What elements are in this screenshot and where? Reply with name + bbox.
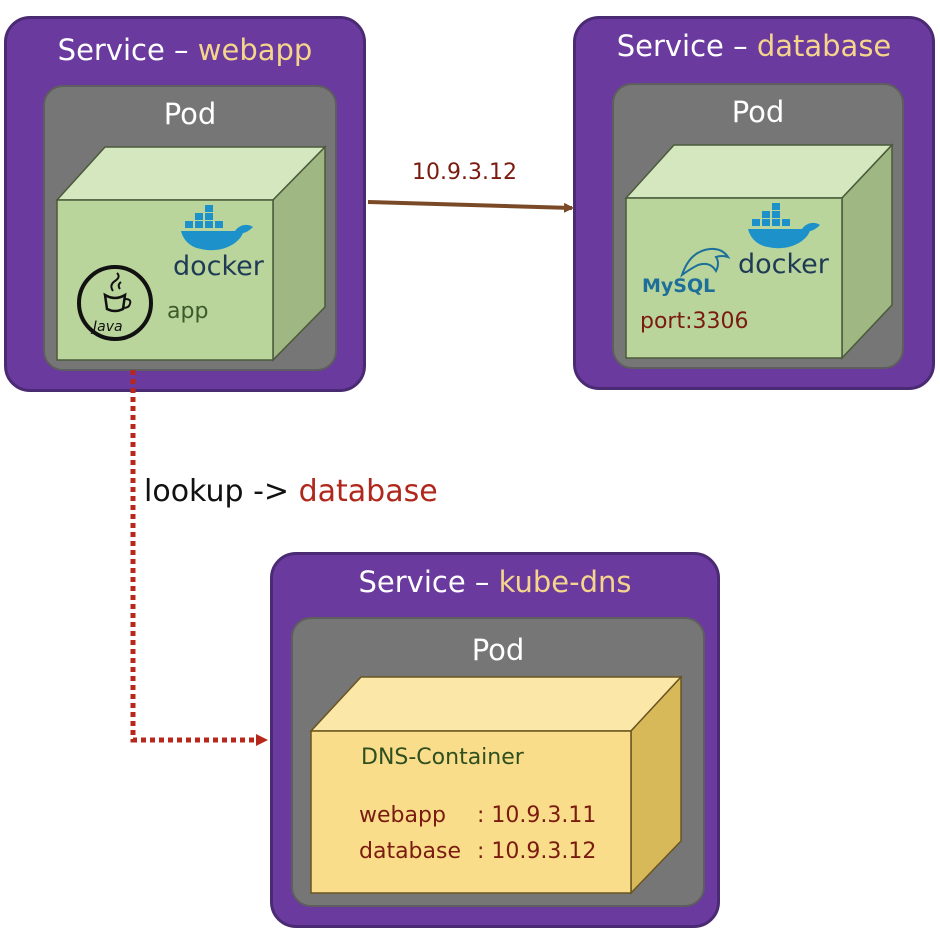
pod-webapp: Pod docker Java app bbox=[43, 85, 337, 371]
pod-title: Pod bbox=[163, 97, 217, 131]
docker-whale-icon bbox=[748, 203, 820, 249]
container-cube-webapp bbox=[55, 145, 327, 362]
pod-title: Pod bbox=[731, 95, 785, 129]
java-icon bbox=[77, 265, 153, 341]
lookup-target: database bbox=[298, 474, 438, 509]
service-title-prefix: Service – bbox=[57, 33, 198, 67]
service-webapp-title: Service – webapp bbox=[7, 33, 363, 67]
dns-record-name: database bbox=[359, 839, 461, 864]
service-name: database bbox=[756, 29, 892, 63]
webapp-to-database-arrow bbox=[367, 200, 574, 213]
docker-label: docker bbox=[173, 251, 264, 282]
lookup-label: lookup -> database bbox=[144, 474, 438, 509]
mysql-dolphin-icon bbox=[680, 247, 731, 278]
dns-record-ip: : 10.9.3.11 bbox=[477, 803, 597, 828]
docker-label: docker bbox=[738, 249, 829, 280]
mysql-label: MySQL bbox=[642, 275, 716, 297]
service-database: Service – database Pod docker MySQL port… bbox=[573, 16, 935, 390]
pod-kube-dns: Pod DNS-Container webapp : 10.9.3.11 dat… bbox=[291, 617, 705, 907]
pod-title: Pod bbox=[471, 633, 525, 667]
container-cube-database bbox=[624, 143, 894, 360]
dns-lookup-arrow bbox=[130, 370, 268, 746]
service-database-title: Service – database bbox=[576, 29, 932, 63]
dns-record-name: webapp bbox=[359, 803, 446, 828]
pod-database: Pod docker MySQL port:3306 bbox=[612, 83, 904, 369]
dns-record-ip: : 10.9.3.12 bbox=[477, 839, 597, 864]
connection-ip-label: 10.9.3.12 bbox=[412, 160, 517, 185]
service-name: webapp bbox=[197, 33, 313, 67]
dns-container-label: DNS-Container bbox=[361, 745, 524, 770]
service-kube-dns: Service – kube-dns Pod DNS-Container web… bbox=[270, 552, 720, 928]
java-label: Java bbox=[93, 319, 123, 335]
service-title-prefix: Service – bbox=[616, 29, 757, 63]
service-name: kube-dns bbox=[498, 565, 632, 599]
service-title-prefix: Service – bbox=[358, 565, 499, 599]
app-label: app bbox=[167, 299, 209, 324]
docker-whale-icon bbox=[181, 205, 253, 251]
service-kube-dns-title: Service – kube-dns bbox=[273, 565, 717, 599]
service-webapp: Service – webapp Pod docker Java a bbox=[4, 16, 366, 392]
lookup-prefix: lookup -> bbox=[144, 474, 299, 509]
container-cube-dns bbox=[309, 675, 683, 895]
port-label: port:3306 bbox=[640, 309, 749, 334]
